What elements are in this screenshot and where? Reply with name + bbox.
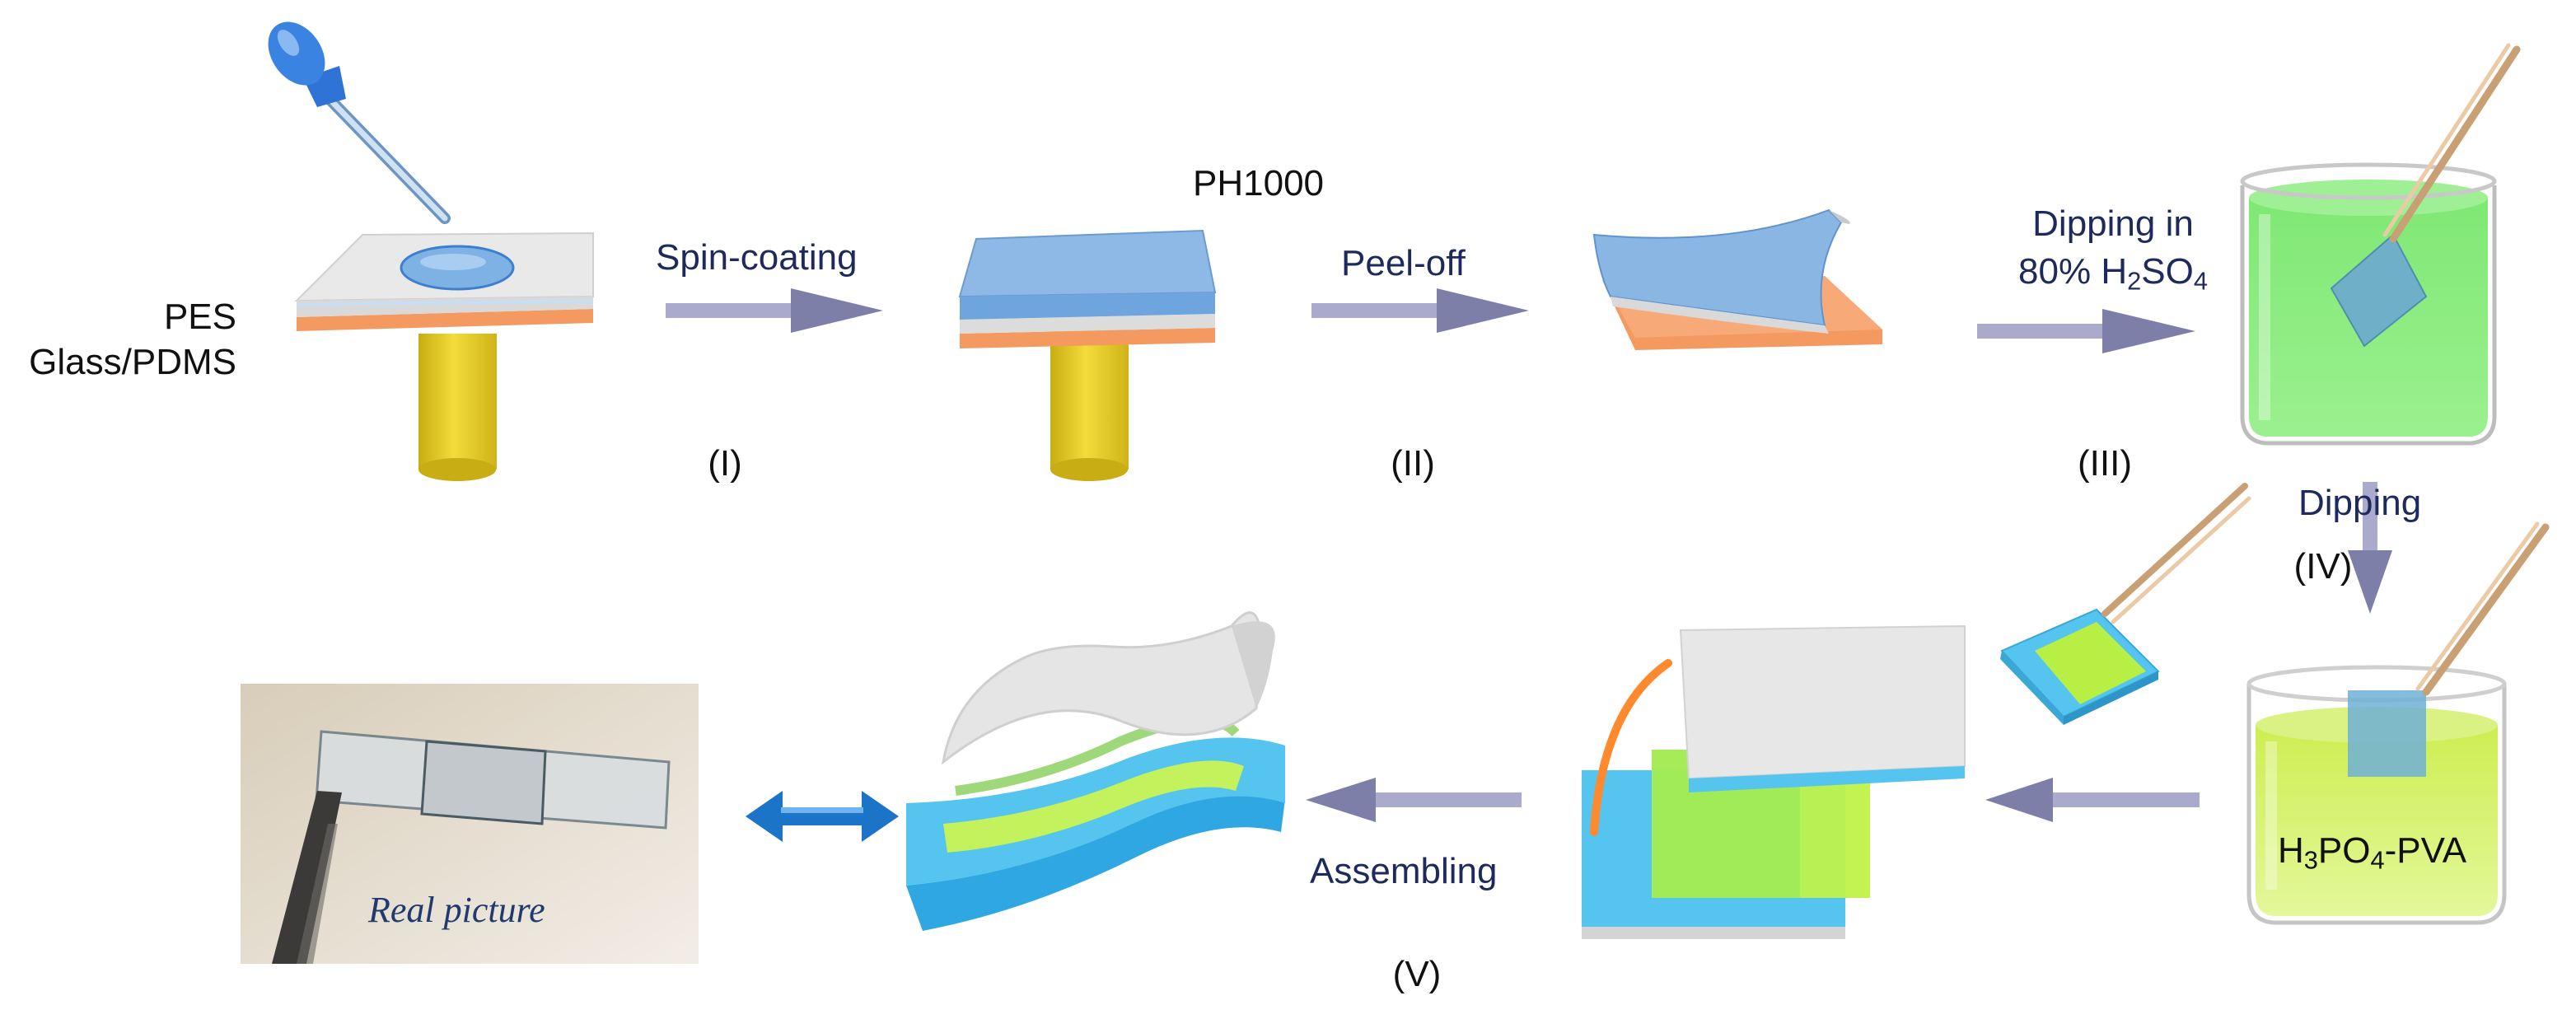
step-label-4: (IV) <box>2293 546 2353 587</box>
pes-edge <box>297 299 593 306</box>
label-acid-concentration: 80% H2SO4 <box>2018 251 2208 296</box>
pedestal-base <box>418 458 496 481</box>
top-film-bent <box>941 611 1263 765</box>
tweezers-icon <box>2415 521 2550 696</box>
electrode-lead <box>1590 659 1672 836</box>
coated-film-small <box>2000 608 2160 725</box>
label-dipping-in: Dipping in <box>2032 203 2194 244</box>
spin-coater-coated <box>958 229 1217 481</box>
arrow-step-3 <box>1977 309 2195 353</box>
arrow-step-2 <box>1311 288 1529 333</box>
step-label-2: (II) <box>1391 443 1435 484</box>
arrow-step-1 <box>666 288 883 333</box>
peel-off-illustration <box>1592 208 1882 350</box>
flexible-device <box>906 611 1285 931</box>
acid-beaker <box>2240 162 2497 446</box>
double-arrow-icon <box>746 791 899 842</box>
droplet-highlight <box>420 254 486 270</box>
dropper-icon <box>268 21 451 224</box>
label-real-picture: Real picture <box>368 890 545 930</box>
pdms-layer <box>297 309 593 331</box>
real-picture-photo <box>241 684 699 964</box>
label-glass-pdms: Glass/PDMS <box>29 342 236 382</box>
immersed-film-2 <box>2348 690 2426 777</box>
step-label-5: (V) <box>1392 954 1442 994</box>
step-label-3: (III) <box>2078 443 2132 484</box>
immersed-film <box>2330 233 2428 348</box>
arrow-step-5 <box>1985 778 2200 822</box>
label-peel-off: Peel-off <box>1341 243 1466 283</box>
label-pes: PES <box>163 297 236 337</box>
pedot-film-edge <box>960 292 1215 320</box>
tweezers-icon <box>2382 43 2521 243</box>
tweezers-icon <box>2101 483 2251 624</box>
spin-coater-initial <box>294 231 594 481</box>
electrolyte-beaker <box>2246 665 2507 925</box>
peeled-film <box>1592 208 1843 327</box>
label-dipping: Dipping <box>2298 483 2422 523</box>
arrow-step-4 <box>2348 482 2392 614</box>
label-ph1000: PH1000 <box>1193 163 1325 203</box>
pedestal <box>418 334 497 470</box>
label-assembling: Assembling <box>1310 851 1498 891</box>
assembly-illustration <box>1582 624 1966 939</box>
top-film <box>1679 624 1966 780</box>
pedot-film-top <box>958 229 1217 298</box>
arrow-step-6 <box>1306 778 1522 822</box>
label-electrolyte: H3PO4-PVA <box>2278 830 2467 875</box>
step-label-1: (I) <box>708 443 742 484</box>
label-spin-coating: Spin-coating <box>656 237 858 278</box>
